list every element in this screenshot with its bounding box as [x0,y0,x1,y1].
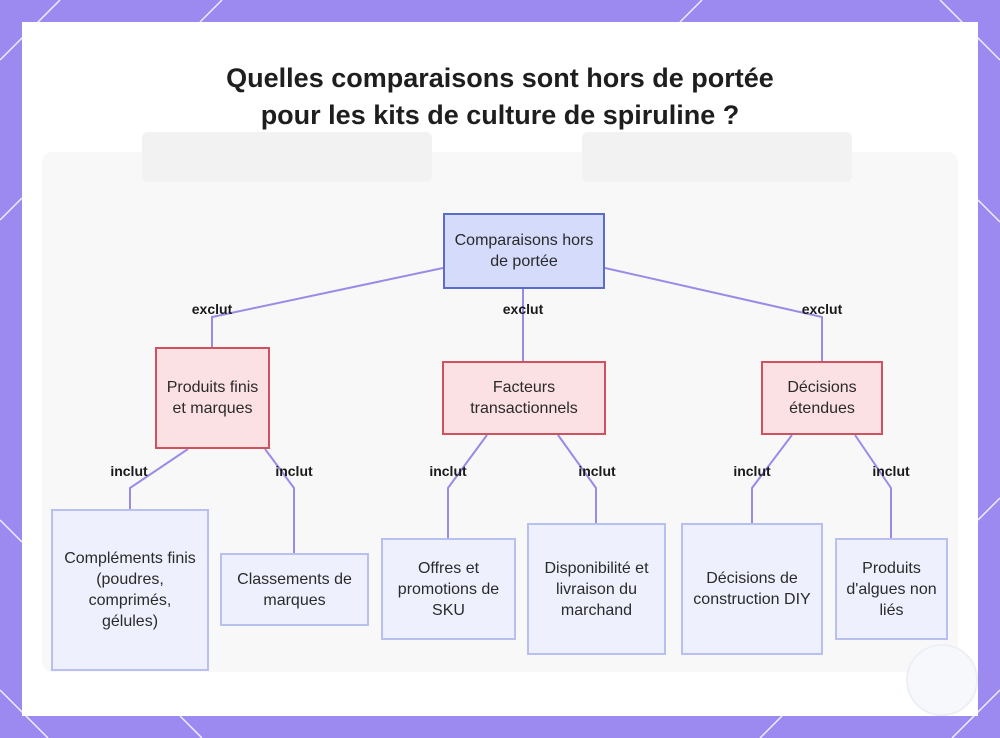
edge-label-inclut: inclut [733,463,771,479]
node-produits-finis: Produits finis et marques [155,347,270,449]
edge-decisions-algues [854,434,892,538]
edge-label-exclut: exclut [801,301,843,317]
watermark-badge [906,644,978,716]
node-construction-diy: Décisions de construction DIY [681,523,823,655]
node-facteurs-transactionnels: Facteurs transactionnels [442,361,606,435]
edge-label-inclut: inclut [429,463,467,479]
edge-produits-complements [129,448,189,509]
node-offres-sku: Offres et promotions de SKU [381,538,516,640]
edge-label-inclut: inclut [110,463,148,479]
edge-facteurs-disponibilite [557,434,597,523]
edge-label-inclut: inclut [275,463,313,479]
edge-root-decisions [604,267,823,361]
node-classements-marques: Classements de marques [220,553,369,626]
edge-decisions-construction [751,434,793,523]
edge-label-inclut: inclut [872,463,910,479]
edge-label-exclut: exclut [191,301,233,317]
node-decisions-etendues: Décisions étendues [761,361,883,435]
diagram-title: Quelles comparaisons sont hors de portée… [226,63,774,130]
node-complements-finis: Compléments finis (poudres, comprimés, g… [51,509,209,671]
edge-produits-classements [264,448,295,553]
edge-facteurs-offres [447,434,488,538]
node-disponibilite-livraison: Disponibilité et livraison du marchand [527,523,666,655]
node-root: Comparaisons hors de portée [443,213,605,289]
edge-label-exclut: exclut [502,301,544,317]
node-algues-non-lies: Produits d'algues non liés [835,538,948,640]
edge-root-produits [211,267,444,347]
edge-label-inclut: inclut [578,463,616,479]
